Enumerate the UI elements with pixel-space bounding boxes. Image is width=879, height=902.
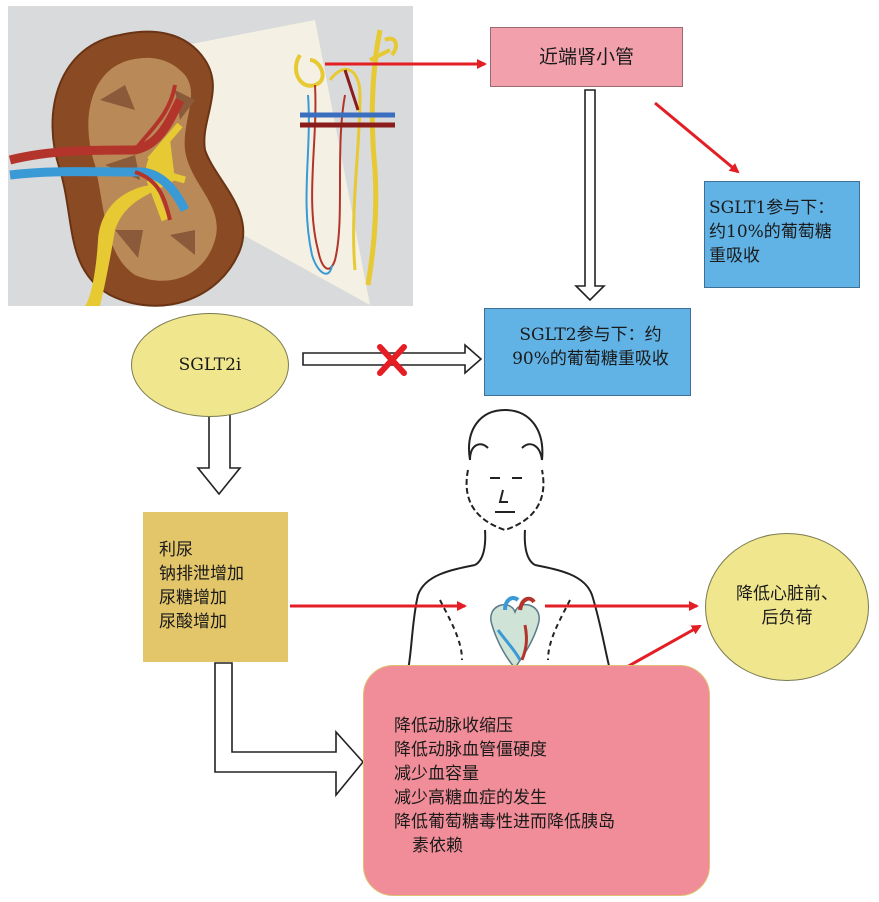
heart-icon <box>491 598 539 668</box>
outcome-line-2: 后负荷 <box>706 606 868 630</box>
kidney-illustration <box>8 6 413 306</box>
benefits-line-5: 降低葡萄糖毒性进而降低胰岛 <box>394 810 709 834</box>
arrow-benefits-to-outcome <box>625 626 700 668</box>
sglt1-line-3: 重吸收 <box>709 244 859 268</box>
benefits-box: 降低动脉收缩压 降低动脉血管僵硬度 减少血容量 减少高糖血症的发生 降低葡萄糖毒… <box>363 665 710 896</box>
sglt2-line-2: 90%的葡萄糖重吸收 <box>491 347 690 371</box>
sglt1-box: SGLT1参与下： 约10%的葡萄糖 重吸收 <box>704 181 860 288</box>
benefits-line-2: 降低动脉血管僵硬度 <box>394 738 709 762</box>
outcome-line-1: 降低心脏前、 <box>706 582 868 606</box>
effects-line-1: 利尿 <box>159 538 288 562</box>
hollow-arrow-sglt2i-down <box>198 410 240 494</box>
sglt1-line-2: 约10%的葡萄糖 <box>709 220 859 244</box>
effects-line-4: 尿酸增加 <box>159 610 288 634</box>
sglt2-line-1: SGLT2参与下：约 <box>491 323 690 347</box>
effects-line-3: 尿糖增加 <box>159 586 288 610</box>
effects-box: 利尿 钠排泄增加 尿糖增加 尿酸增加 <box>143 512 288 662</box>
hollow-arrow-down-to-sglt2 <box>576 90 604 300</box>
benefits-line-3: 减少血容量 <box>394 762 709 786</box>
sglt2i-label: SGLT2i <box>179 353 242 377</box>
hollow-arrow-effects-to-benefits <box>215 663 363 795</box>
sglt1-line-1: SGLT1参与下： <box>709 196 859 220</box>
effects-line-2: 钠排泄增加 <box>159 562 288 586</box>
benefits-line-6: 素依赖 <box>394 834 709 858</box>
benefits-line-1: 降低动脉收缩压 <box>394 714 709 738</box>
outcome-circle: 降低心脏前、 后负荷 <box>705 533 869 681</box>
proximal-tubule-box: 近端肾小管 <box>490 27 683 87</box>
benefits-line-4: 减少高糖血症的发生 <box>394 786 709 810</box>
sglt2i-ellipse: SGLT2i <box>131 313 289 417</box>
sglt2-box: SGLT2参与下：约 90%的葡萄糖重吸收 <box>484 308 691 396</box>
arrow-to-sglt1-box <box>655 103 738 172</box>
proximal-tubule-label: 近端肾小管 <box>539 45 634 69</box>
